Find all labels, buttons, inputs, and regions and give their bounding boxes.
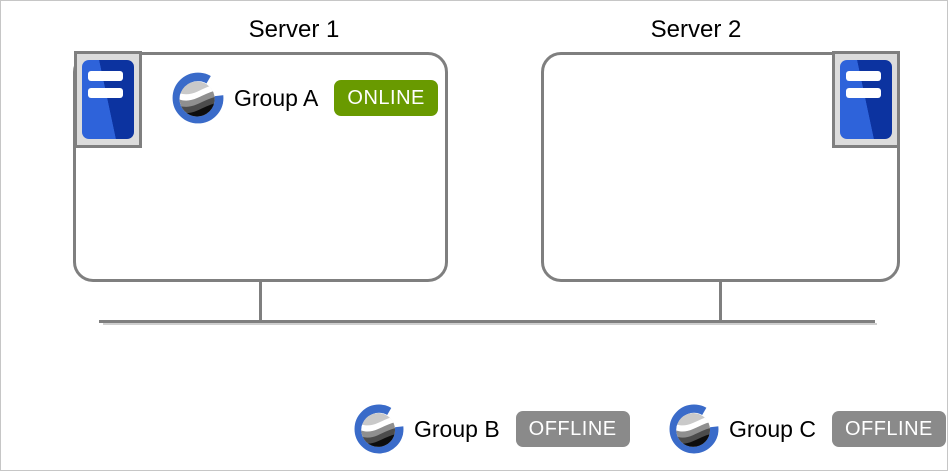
group-label: Group C — [729, 415, 816, 442]
group-row: Group B OFFLINE — [353, 403, 630, 455]
availability-group-icon — [353, 403, 405, 455]
server-icon — [832, 51, 900, 148]
server-drive-bar — [846, 71, 881, 81]
server-drive-bar — [88, 71, 123, 81]
server-tower — [82, 60, 134, 139]
server-title: Server 1 — [248, 16, 340, 43]
status-badge-offline: OFFLINE — [515, 411, 630, 447]
server-icon — [74, 51, 142, 148]
server-tower — [840, 60, 892, 139]
status-badge-offline: OFFLINE — [831, 411, 946, 447]
group-label: Group B — [414, 415, 500, 442]
group-row: Group C OFFLINE — [668, 403, 946, 455]
network-bus-line — [99, 320, 875, 323]
group-row: Group A ONLINE — [171, 71, 438, 125]
network-bus-shadow — [103, 323, 877, 325]
server-drive-bar — [846, 88, 881, 98]
status-badge-online: ONLINE — [334, 80, 438, 116]
availability-group-icon — [171, 71, 225, 125]
group-label: Group A — [234, 84, 319, 111]
connector-line — [259, 279, 262, 322]
server-title: Server 2 — [650, 16, 742, 43]
connector-line — [719, 279, 722, 322]
availability-group-icon — [668, 403, 720, 455]
server-drive-bar — [88, 88, 123, 98]
